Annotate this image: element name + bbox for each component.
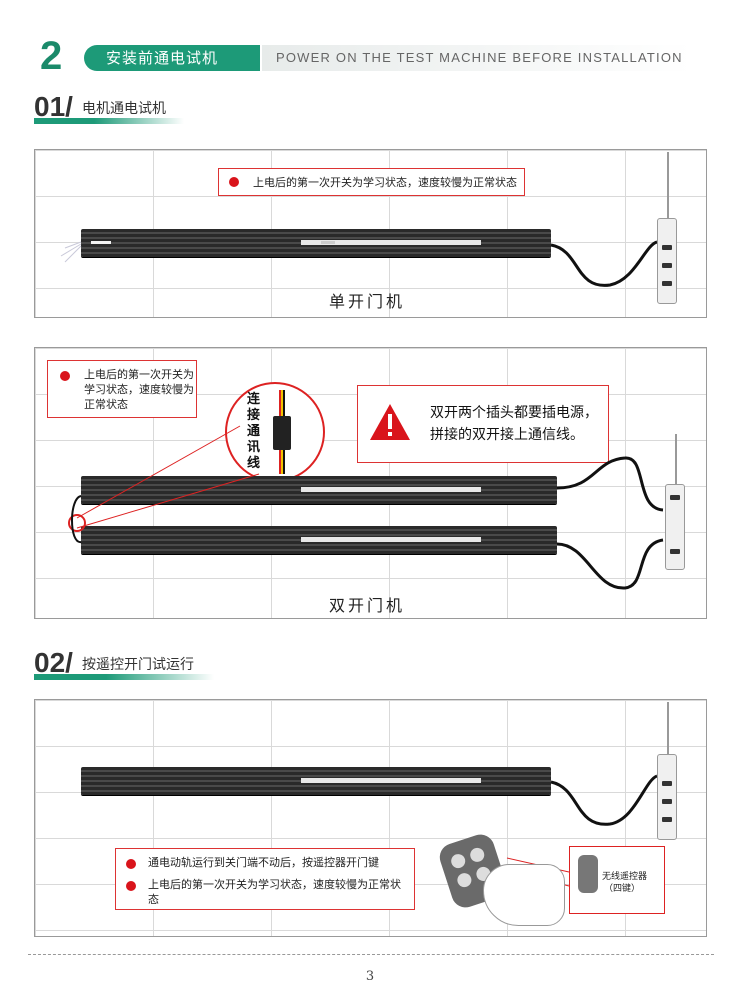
power-strip-icon [657,218,677,304]
socket [662,281,672,286]
remote-label-box: 无线遥控器 （四键） [569,846,665,914]
remote-instructions: 通电动轨运行到关门端不动后，按遥控器开门键 上电后的第一次开关为学习状态，速度较… [115,848,415,910]
antenna [675,434,677,486]
antenna [667,702,669,756]
callout-text: 上电后的第一次开关为学习状态，速度较慢为正常状态 [84,368,194,411]
bullet-dot [126,881,136,891]
motor-rail [81,229,551,257]
sub2-number: 02/ [34,647,73,678]
remote-sub: （四键） [604,884,641,894]
warning-box: 双开两个插头都要插电源， 拼接的双开接上通信线。 [357,385,609,463]
page-number: 3 [365,969,375,984]
footer-divider [28,954,714,955]
cables [68,425,664,590]
section-title-en: POWER ON THE TEST MACHINE BEFORE INSTALL… [262,45,692,71]
warning-line-2: 拼接的双开接上通信线。 [430,427,584,443]
hand-illustration [483,864,565,926]
sub2-underline [34,674,214,680]
connector-icon [273,416,291,450]
motor-rail-upper [81,476,557,504]
sub1-title: 电机通电试机 [82,101,166,117]
power-strip-icon [657,754,677,840]
socket [662,817,672,822]
rail-mark [91,241,111,244]
rail-label-strip [301,240,481,245]
panel-double-door: 上电后的第一次开关为学习状态，速度较慢为正常状态 连接通讯线 双开两个插头都要插… [34,347,707,619]
rail-label-strip [301,487,481,492]
rail-label-strip [301,537,481,542]
sub1-number: 01/ [34,91,73,122]
callout-text: 上电后的第一次开关为学习状态，速度较慢为正常状态 [253,176,517,189]
socket [670,549,680,554]
instruction-1: 通电动轨运行到关门端不动后，按遥控器开门键 [148,856,379,869]
warning-triangle-icon [370,404,410,440]
bullet-dot [126,859,136,869]
instruction-2: 上电后的第一次开关为学习状态，速度较慢为正常状态 [148,878,401,906]
rail-mark [321,241,335,244]
socket [662,781,672,786]
warning-line-1: 双开两个插头都要插电源， [430,405,598,421]
bullet-dot [60,371,70,381]
panel-remote-test: 通电动轨运行到关门端不动后，按遥控器开门键 上电后的第一次开关为学习状态，速度较… [34,699,707,937]
remote-label: 无线遥控器 [602,872,648,882]
bullet-dot [229,177,239,187]
remote-control-icon [578,855,598,893]
motor-rail-lower [81,526,557,554]
rail-label-strip [301,778,481,783]
motor-rail [81,767,551,795]
connector-label: 连接通讯线 [247,392,261,471]
panel-single-door: 上电后的第一次开关为学习状态，速度较慢为正常状态 单开门机 [34,149,707,318]
caption-single-door: 单开门机 [329,292,406,311]
callout-learning-state: 上电后的第一次开关为学习状态，速度较慢为正常状态 [218,168,525,196]
socket [662,799,672,804]
power-cable [60,240,658,287]
section-title-cn: 安装前通电试机 [84,45,260,71]
sub2-title: 按遥控开门试运行 [82,657,194,673]
socket [662,245,672,250]
section-number: 2 [40,34,63,78]
socket [662,263,672,268]
connector-zoom: 连接通讯线 [225,382,325,482]
callout-learning-state: 上电后的第一次开关为学习状态，速度较慢为正常状态 [47,360,197,418]
caption-double-door: 双开门机 [329,596,406,615]
power-strip-icon [665,484,685,570]
antenna [667,152,669,220]
socket [670,495,680,500]
sub1-underline [34,118,184,124]
